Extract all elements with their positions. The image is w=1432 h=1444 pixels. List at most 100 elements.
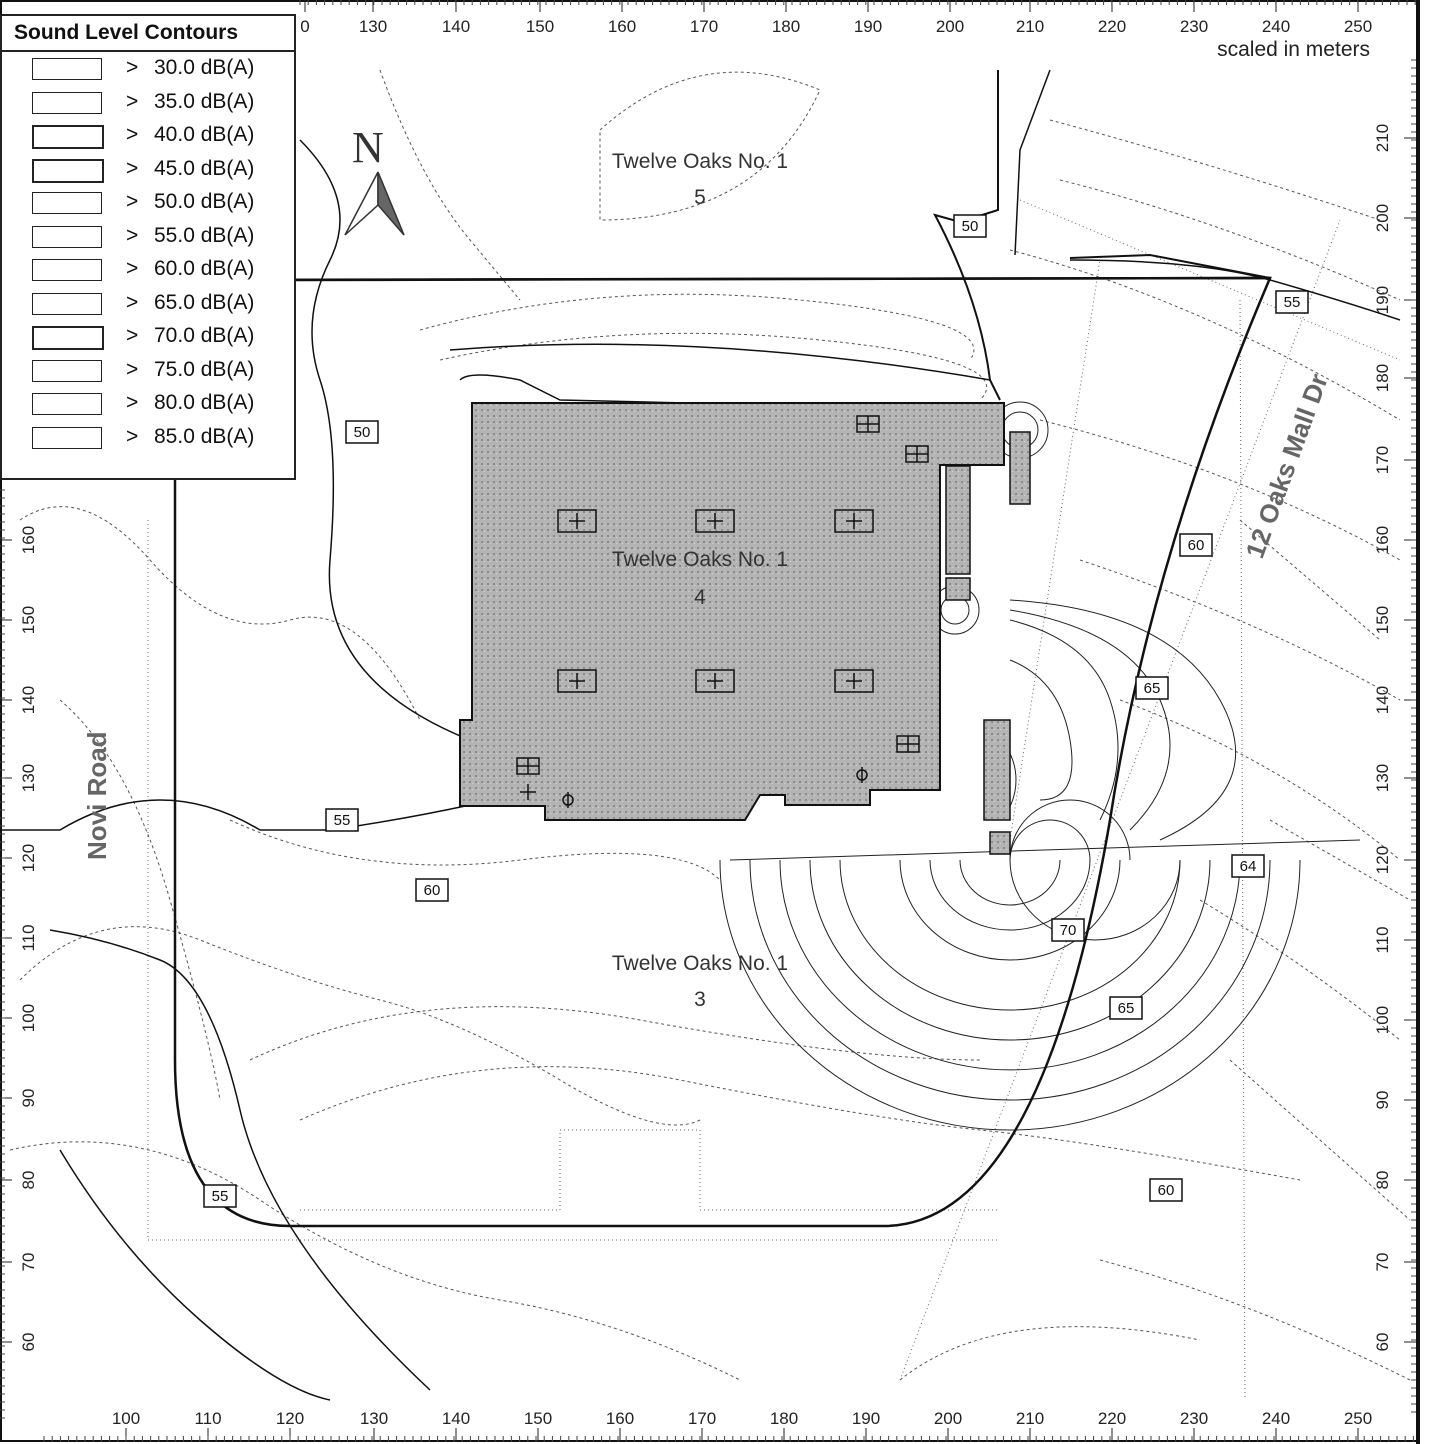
right-tick-label: 100: [1373, 1006, 1392, 1034]
source-contours: [719, 401, 1361, 1131]
left-tick-label: 150: [19, 606, 38, 634]
right-tick-label: 60: [1373, 1333, 1392, 1352]
top-tick-label: 130: [359, 17, 387, 36]
contour-label-text: 50: [354, 424, 371, 441]
right-tick-label: 90: [1373, 1091, 1392, 1110]
contour-label-text: 50: [962, 218, 979, 235]
contour-label-text: 55: [212, 1188, 229, 1205]
legend-value: 35.0 dB(A): [154, 89, 255, 113]
contour-label-box: 55: [203, 1184, 237, 1208]
contour-label-box: 50: [953, 214, 987, 238]
right-tick-marks: 2102001901801701601501401301201101009080…: [1373, 59, 1416, 1413]
bottom-tick-label: 200: [934, 1409, 962, 1428]
legend-value: 85.0 dB(A): [154, 424, 255, 448]
top-tick-label: 210: [1016, 17, 1044, 36]
right-tick-label: 200: [1373, 204, 1392, 232]
bottom-tick-label: 120: [276, 1409, 304, 1428]
top-tick-label: 160: [608, 17, 636, 36]
contour-label-box: 55: [325, 808, 359, 832]
legend-swatch: [32, 393, 102, 415]
legend-item: >75.0 dB(A): [2, 354, 294, 388]
legend-operator: >: [126, 257, 139, 280]
legend-title: Sound Level Contours: [2, 16, 294, 52]
contour-label-box: 65: [1109, 996, 1143, 1020]
legend-value: 60.0 dB(A): [154, 257, 255, 280]
top-tick-label: 230: [1180, 17, 1208, 36]
right-tick-label: 120: [1373, 846, 1392, 874]
legend-item: >35.0 dB(A): [2, 86, 294, 120]
contour-lines-bold: [0, 69, 1401, 1401]
legend-swatch: [32, 359, 102, 382]
legend-swatch: [32, 259, 102, 281]
legend-value: 75.0 dB(A): [154, 357, 255, 381]
contour-label-text: 65: [1118, 1000, 1135, 1017]
bottom-tick-label: 100: [112, 1409, 140, 1428]
legend-operator: >: [126, 223, 139, 247]
legend-value: 40.0 dB(A): [154, 123, 255, 146]
legend-swatch: [32, 91, 102, 114]
right-tick-label: 210: [1373, 124, 1392, 152]
right-tick-label: 70: [1373, 1253, 1392, 1272]
top-tick-label: 170: [690, 17, 718, 36]
contour-lines-background: [9, 69, 1411, 1381]
contour-label-text: 55: [1284, 294, 1301, 311]
legend: Sound Level Contours >30.0 dB(A)>35.0 dB…: [0, 14, 296, 480]
stream-line: [933, 70, 1001, 401]
legend-operator: >: [126, 123, 139, 146]
right-tick-label: 150: [1373, 606, 1392, 634]
bottom-tick-label: 180: [770, 1409, 798, 1428]
legend-item: >80.0 dB(A): [2, 387, 294, 421]
legend-operator: >: [126, 424, 139, 448]
left-tick-label: 90: [19, 1089, 38, 1108]
bottom-tick-label: 240: [1262, 1409, 1290, 1428]
source-markers: [516, 415, 929, 808]
legend-item: >50.0 dB(A): [2, 186, 294, 220]
contour-label-box: 65: [1135, 676, 1169, 700]
contour-label-box: 60: [415, 878, 449, 902]
bottom-tick-label: 220: [1098, 1409, 1126, 1428]
right-tick-label: 170: [1373, 446, 1392, 474]
legend-value: 55.0 dB(A): [154, 223, 255, 247]
left-tick-label: 80: [19, 1171, 38, 1190]
right-tick-label: 140: [1373, 686, 1392, 714]
left-tick-label: 120: [19, 844, 38, 872]
right-tick-label: 160: [1373, 526, 1392, 554]
legend-operator: >: [126, 56, 139, 79]
legend-operator: >: [126, 290, 139, 314]
legend-items: >30.0 dB(A)>35.0 dB(A)>40.0 dB(A)>45.0 d…: [2, 52, 294, 454]
right-tick-label: 180: [1373, 364, 1392, 392]
north-label: N: [352, 123, 384, 172]
property-dotted-lines: [147, 199, 1401, 1401]
top-tick-label: 0: [300, 17, 309, 36]
area-label-5-number: 5: [694, 186, 706, 209]
top-tick-label: 200: [936, 17, 964, 36]
left-tick-label: 140: [19, 686, 38, 714]
contour-label-text: 70: [1060, 922, 1077, 939]
right-tick-label: 80: [1373, 1171, 1392, 1190]
legend-item: >85.0 dB(A): [2, 421, 294, 455]
contour-label-text: 64: [1240, 858, 1257, 875]
equipment-units: [945, 431, 1031, 855]
contour-label-box: 50: [345, 420, 379, 444]
legend-item: >65.0 dB(A): [2, 287, 294, 321]
legend-item: >40.0 dB(A): [2, 119, 294, 153]
contour-label-box: 70: [1051, 918, 1085, 942]
left-tick-label: 110: [19, 924, 38, 951]
bottom-tick-label: 230: [1180, 1409, 1208, 1428]
right-tick-label: 130: [1373, 764, 1392, 792]
legend-operator: >: [126, 391, 139, 414]
legend-swatch: [32, 292, 102, 315]
legend-item: >30.0 dB(A): [2, 52, 294, 86]
legend-operator: >: [126, 324, 139, 347]
left-tick-label: 70: [19, 1253, 38, 1272]
legend-swatch: [32, 125, 104, 149]
contour-label-text: 55: [334, 812, 351, 829]
top-tick-label: 190: [854, 17, 882, 36]
right-tick-label: 110: [1373, 926, 1392, 953]
legend-swatch: [32, 158, 104, 183]
contour-label-text: 60: [1158, 1182, 1175, 1199]
units-note: scaled in meters: [1217, 38, 1370, 61]
